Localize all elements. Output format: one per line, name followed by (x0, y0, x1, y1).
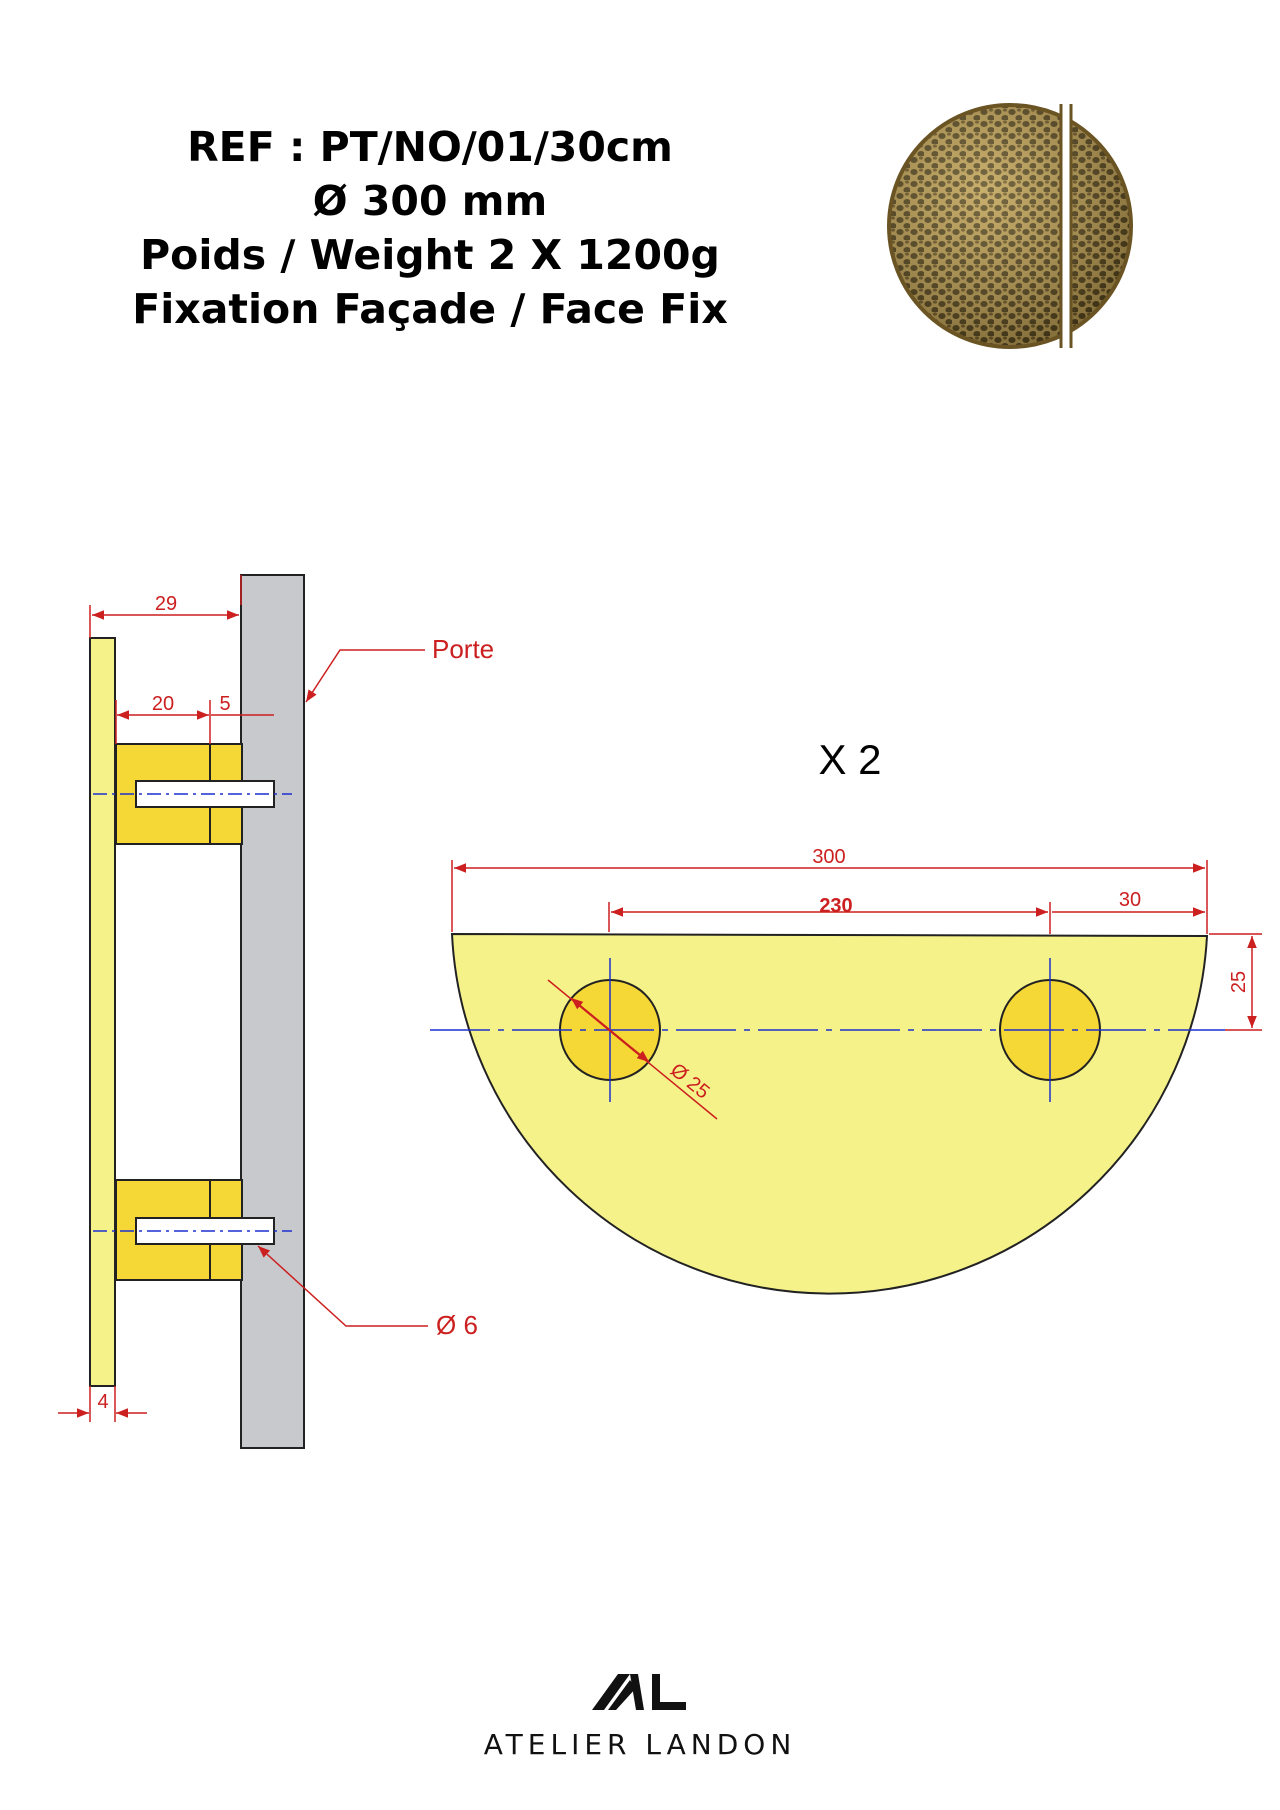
door-panel (240, 574, 305, 1449)
front-view: X 2 300 230 30 25 (430, 736, 1262, 1295)
pin-leader (257, 1245, 428, 1327)
brand-name: ATELIER LANDON (483, 1728, 797, 1761)
dimension-4 (58, 1386, 147, 1422)
pin-diameter-label: Ø 6 (436, 1310, 478, 1340)
dim-label-230: 230 (819, 895, 852, 917)
dimension-230-30 (608, 902, 1205, 934)
dim-label-5: 5 (219, 693, 230, 715)
dim-label-20: 20 (152, 693, 174, 715)
dimension-25 (1209, 933, 1262, 1031)
door-label: Porte (432, 634, 494, 664)
dimension-hole-diameter (547, 979, 718, 1120)
door-leader (305, 649, 425, 703)
side-view: 29 20 5 4 Porte Ø 6 (58, 574, 494, 1449)
diameter-line: Ø 300 mm (312, 177, 548, 225)
quantity-label: X 2 (818, 736, 881, 783)
dim-label-29: 29 (155, 593, 177, 615)
product-photo (887, 100, 1133, 354)
dim-label-25: 25 (1228, 971, 1250, 993)
weight-line: Poids / Weight 2 X 1200g (140, 231, 720, 279)
dim-label-30: 30 (1119, 889, 1141, 911)
brand-logo (592, 1674, 686, 1710)
dimension-20-5 (115, 700, 274, 744)
product-header: REF : PT/NO/01/30cm Ø 300 mm Poids / Wei… (90, 120, 770, 336)
dimension-300 (451, 860, 1208, 934)
handle-split-gap (1062, 100, 1070, 354)
dim-label-4: 4 (97, 1391, 108, 1413)
reference-line: REF : PT/NO/01/30cm (187, 123, 673, 171)
dimension-29 (89, 575, 242, 638)
dim-label-300: 300 (812, 846, 845, 868)
half-disc (450, 932, 1209, 1295)
brand-block: ATELIER LANDON (0, 1668, 1280, 1761)
fixing-line: Fixation Façade / Face Fix (132, 285, 728, 333)
handle-plate (89, 637, 116, 1387)
